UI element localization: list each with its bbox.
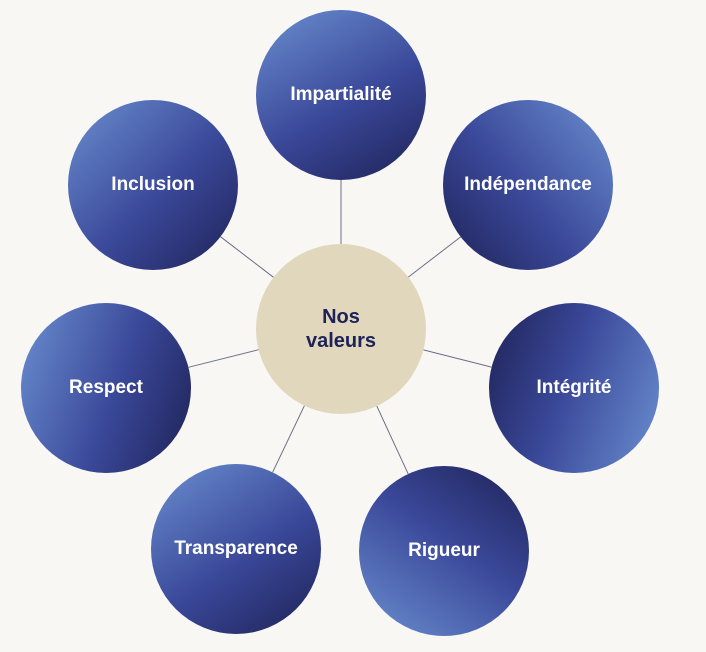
connector-inclusion (220, 236, 274, 278)
center-hub: Nos valeurs (256, 244, 426, 414)
value-bubble-respect: Respect (21, 303, 191, 473)
value-label-impartialite: Impartialité (290, 84, 392, 105)
value-label-integrite: Intégrité (536, 377, 612, 398)
connector-respect (188, 349, 259, 368)
value-bubble-transparence: Transparence (151, 464, 321, 634)
center-label: Nos valeurs (305, 306, 377, 352)
connector-rigueur (376, 405, 409, 475)
value-bubble-rigueur: Rigueur (359, 466, 529, 636)
connector-independance (407, 236, 462, 278)
value-label-transparence: Transparence (174, 538, 298, 559)
value-bubble-inclusion: Inclusion (68, 100, 238, 270)
connector-transparence (272, 405, 305, 473)
value-label-independance: Indépendance (464, 174, 592, 195)
value-bubble-independance: Indépendance (443, 100, 613, 270)
value-bubble-integrite: Intégrité (489, 303, 659, 473)
value-bubble-impartialite: Impartialité (256, 10, 426, 180)
value-label-inclusion: Inclusion (111, 174, 195, 195)
value-label-rigueur: Rigueur (408, 540, 480, 561)
connector-integrite (423, 349, 492, 368)
value-label-respect: Respect (69, 377, 143, 398)
